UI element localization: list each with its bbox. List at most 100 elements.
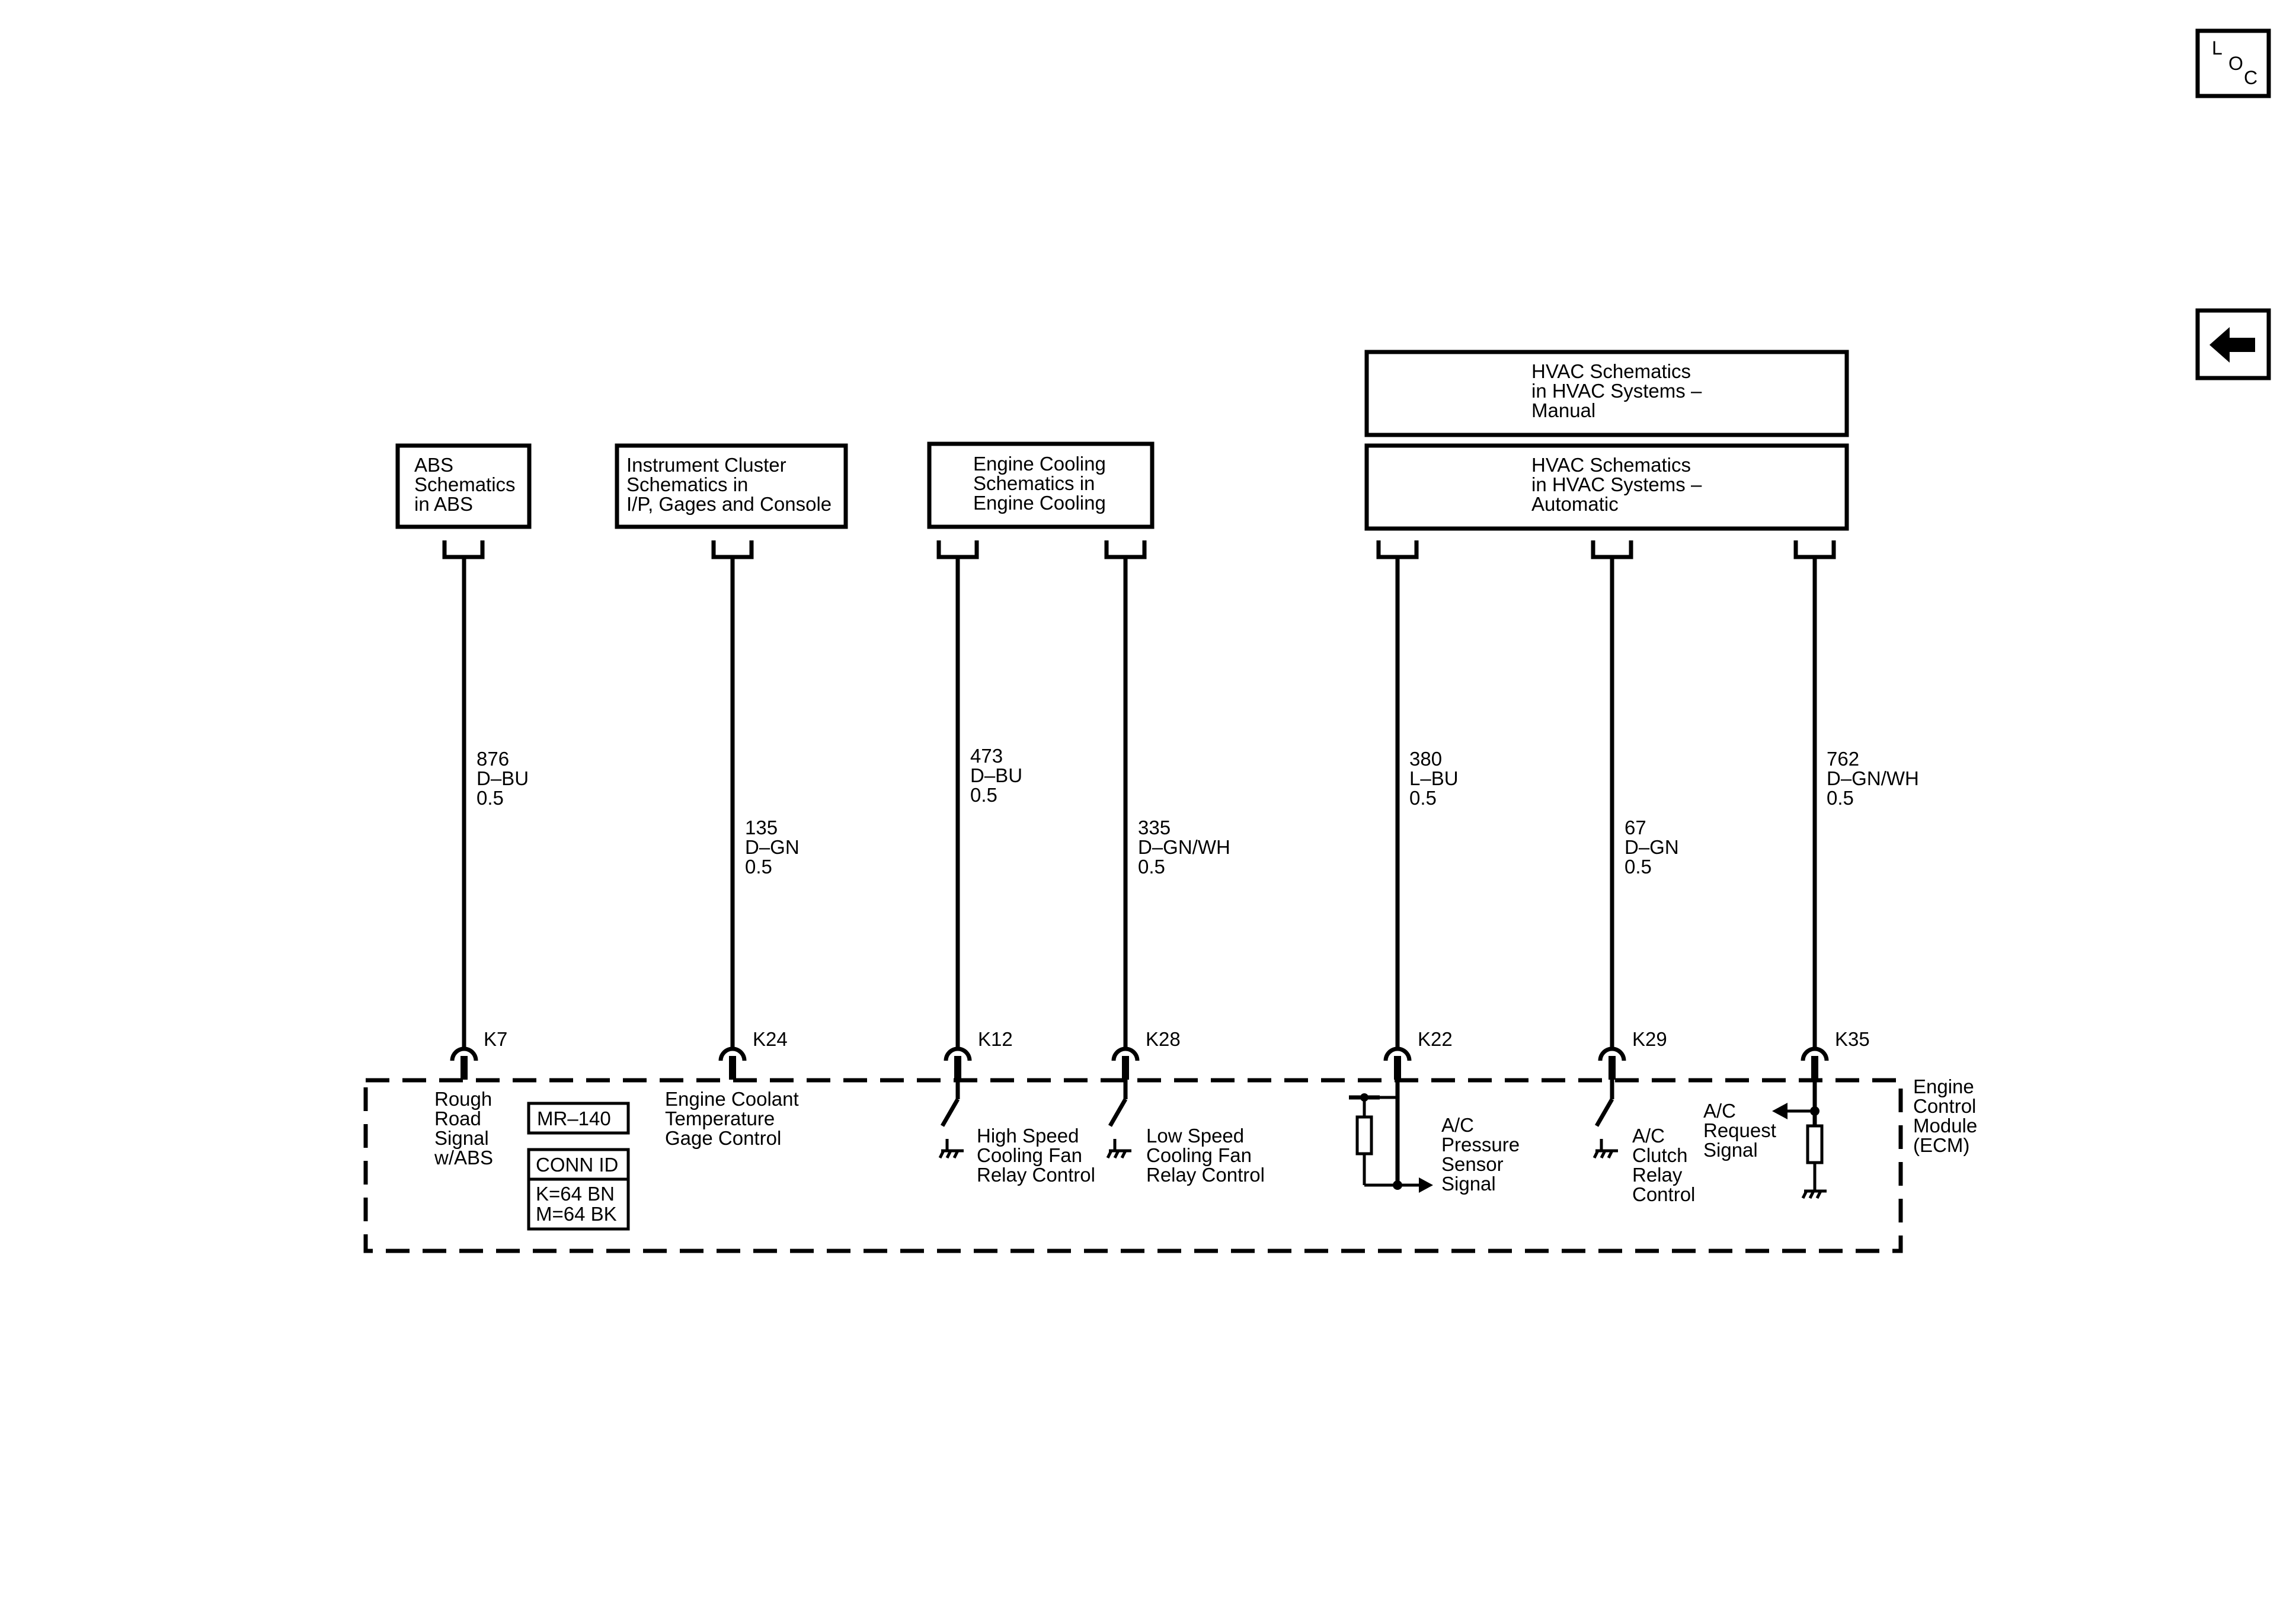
svg-text:Temperature: Temperature (665, 1108, 775, 1129)
svg-text:Engine: Engine (1913, 1076, 1974, 1097)
hvac-manual-schematics-link[interactable]: HVAC Schematics in HVAC Systems – Manual (1364, 350, 1849, 437)
wire-335-circuit: 335 (1138, 817, 1171, 838)
svg-text:Request: Request (1703, 1119, 1776, 1141)
ic-box-line-2: Schematics in (626, 473, 748, 495)
svg-text:Low Speed: Low Speed (1146, 1125, 1244, 1147)
pin-k28: K28 (1146, 1028, 1181, 1050)
hvac-manual-line-1: HVAC Schematics (1531, 360, 1691, 382)
loc-letter-l: L (2212, 37, 2223, 59)
conn-id-k: K=64 BN (536, 1183, 615, 1205)
function-k35: A/C Request Signal (1703, 1100, 1776, 1161)
wire-135-size: 0.5 (745, 856, 772, 878)
svg-text:A/C: A/C (1703, 1100, 1736, 1122)
pin-k29: K29 (1632, 1028, 1667, 1050)
k22-signal-arrow-icon (1419, 1177, 1433, 1193)
function-k24: Engine Coolant Temperature Gage Control (665, 1088, 799, 1149)
wire-380-size: 0.5 (1409, 787, 1437, 809)
pin-k24: K24 (753, 1028, 788, 1050)
wire-762-color: D–GN/WH (1827, 767, 1919, 789)
svg-text:Signal: Signal (1441, 1173, 1496, 1195)
k28-switch-ground-icon (1106, 1080, 1131, 1159)
abs-box-line-3: in ABS (414, 493, 473, 515)
svg-text:A/C: A/C (1632, 1125, 1665, 1147)
svg-text:High Speed: High Speed (977, 1125, 1079, 1147)
wires (462, 557, 1817, 1048)
conn-id-m: M=64 BK (536, 1203, 617, 1225)
svg-text:Road: Road (434, 1108, 481, 1129)
svg-text:Module: Module (1913, 1115, 1977, 1137)
svg-text:Relay Control: Relay Control (977, 1164, 1095, 1186)
wire-473-color: D–BU (970, 764, 1022, 786)
wire-473-size: 0.5 (970, 784, 997, 806)
svg-text:MR–140: MR–140 (537, 1108, 611, 1129)
function-k22: A/C Pressure Sensor Signal (1441, 1114, 1520, 1195)
pin-k22: K22 (1418, 1028, 1453, 1050)
engine-cooling-schematics-link[interactable]: Engine Cooling Schematics in Engine Cool… (927, 441, 1155, 529)
wire-labels: 876 D–BU 0.5 135 D–GN 0.5 473 D–BU 0.5 3… (477, 745, 1919, 878)
svg-text:Sensor: Sensor (1441, 1153, 1504, 1175)
abs-box-line-2: Schematics (414, 473, 516, 495)
ec-box-line-2: Schematics in (973, 472, 1095, 494)
pin-k7: K7 (484, 1028, 507, 1050)
wire-67-color: D–GN (1625, 836, 1679, 858)
pin-k12: K12 (978, 1028, 1013, 1050)
conn-id-table: CONN ID K=64 BN M=64 BK (527, 1148, 630, 1231)
ecm-boundary (363, 1078, 1903, 1253)
pin-labels: K7 K24 K12 K28 K22 K29 K35 (484, 1028, 1870, 1050)
function-k12: High Speed Cooling Fan Relay Control (977, 1125, 1095, 1186)
connector-brackets (442, 540, 1836, 559)
wire-135-circuit: 135 (745, 817, 778, 838)
pin-k35: K35 (1835, 1028, 1870, 1050)
hvac-auto-line-2: in HVAC Systems – (1531, 473, 1702, 495)
conn-id-header: CONN ID (536, 1154, 618, 1176)
k22-pullup-resistor-icon (1349, 1080, 1433, 1193)
abs-schematics-link[interactable]: ABS Schematics in ABS (395, 443, 532, 529)
instrument-cluster-schematics-link[interactable]: Instrument Cluster Schematics in I/P, Ga… (615, 443, 848, 529)
svg-text:Relay: Relay (1632, 1164, 1683, 1186)
wire-67-circuit: 67 (1625, 817, 1646, 838)
ic-box-line-3: I/P, Gages and Console (626, 493, 832, 515)
wire-335-size: 0.5 (1138, 856, 1165, 878)
wire-876-circuit: 876 (477, 748, 509, 770)
wire-380-color: L–BU (1409, 767, 1459, 789)
wire-135-color: D–GN (745, 836, 800, 858)
hvac-manual-line-3: Manual (1531, 399, 1595, 421)
wire-762-size: 0.5 (1827, 787, 1854, 809)
wire-335-color: D–GN/WH (1138, 836, 1230, 858)
wire-380-circuit: 380 (1409, 748, 1442, 770)
svg-text:Control: Control (1632, 1183, 1695, 1205)
left-arrow-icon (2209, 327, 2255, 363)
wire-67-size: 0.5 (1625, 856, 1652, 878)
svg-text:Relay Control: Relay Control (1146, 1164, 1265, 1186)
ec-box-line-3: Engine Cooling (973, 492, 1106, 514)
function-k29: A/C Clutch Relay Control (1632, 1125, 1695, 1205)
back-button[interactable] (2195, 308, 2271, 380)
k35-request-arrow-icon (1772, 1103, 1787, 1119)
loc-button[interactable]: L O C (2195, 28, 2271, 98)
svg-text:(ECM): (ECM) (1913, 1134, 1969, 1156)
k29-switch-ground-icon (1593, 1080, 1618, 1159)
svg-text:Engine Coolant: Engine Coolant (665, 1088, 799, 1110)
svg-text:w/ABS: w/ABS (434, 1147, 493, 1169)
function-k28: Low Speed Cooling Fan Relay Control (1146, 1125, 1265, 1186)
ic-box-line-1: Instrument Cluster (626, 454, 786, 476)
pin-connectors (450, 1046, 1829, 1080)
abs-box-line-1: ABS (414, 454, 453, 476)
hvac-auto-line-3: Automatic (1531, 493, 1619, 515)
svg-text:Gage Control: Gage Control (665, 1127, 781, 1149)
mr-140-label: MR–140 (527, 1102, 630, 1135)
ec-box-line-1: Engine Cooling (973, 453, 1106, 475)
loc-letter-c: C (2244, 67, 2257, 88)
svg-text:Signal: Signal (434, 1127, 489, 1149)
hvac-automatic-schematics-link[interactable]: HVAC Schematics in HVAC Systems – Automa… (1364, 443, 1849, 531)
function-k7: Rough Road Signal w/ABS (434, 1088, 493, 1169)
hvac-auto-line-1: HVAC Schematics (1531, 454, 1691, 476)
svg-text:Control: Control (1913, 1095, 1976, 1117)
wire-762-circuit: 762 (1827, 748, 1859, 770)
svg-text:A/C: A/C (1441, 1114, 1474, 1136)
svg-text:Signal: Signal (1703, 1139, 1758, 1161)
k35-pulldown-resistor-icon (1772, 1080, 1827, 1199)
svg-text:Clutch: Clutch (1632, 1144, 1688, 1166)
svg-text:Rough: Rough (434, 1088, 492, 1110)
